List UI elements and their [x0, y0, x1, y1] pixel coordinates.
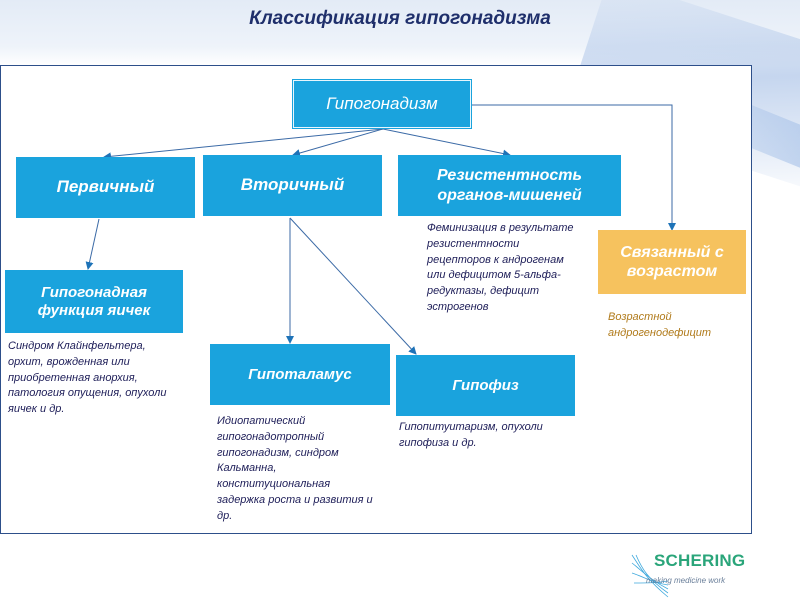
desc-hypothalamus: Идиопатический гипогонадотропный гипогон… — [217, 415, 373, 522]
node-secondary: Вторичный — [203, 155, 382, 216]
node-resistance: Резистентность органов-мишеней — [398, 155, 621, 216]
node-pituitary: Гипофиз — [396, 355, 575, 416]
node-hypogonadism: Гипогонадизм — [292, 79, 472, 129]
logo-name: SCHERING — [654, 551, 746, 570]
node-primary: Первичный — [16, 157, 195, 218]
node-testicular: Гипогонадная функция яичек — [5, 270, 183, 333]
page-title: Классификация гипогонадизма — [249, 8, 551, 29]
node-age-related: Связанный с возрастом — [598, 230, 746, 294]
schering-logo-icon — [631, 554, 669, 598]
node-age-related-label: Связанный с возрастом — [620, 243, 724, 280]
node-testicular-label: Гипогонадная функция яичек — [37, 283, 151, 319]
desc-resistance: Феминизация в результате резистентности … — [427, 222, 574, 313]
node-primary-label: Первичный — [56, 177, 155, 197]
node-resistance-label: Резистентность органов-мишеней — [436, 167, 583, 204]
node-hypothalamus: Гипоталамус — [210, 344, 390, 405]
desc-pituitary: Гипопитуитаризм, опухоли гипофиза и др. — [399, 421, 543, 449]
logo-tagline: making medicine work — [646, 576, 726, 585]
node-secondary-label: Вторичный — [240, 175, 345, 195]
desc-age-related: Возрастной андрогенодефицит — [608, 311, 712, 339]
node-pituitary-label: Гипофиз — [452, 376, 519, 394]
desc-testicular: Синдром Клайнфельтера, орхит, врожденная… — [8, 340, 167, 416]
node-hypogonadism-label: Гипогонадизм — [326, 93, 438, 113]
node-hypothalamus-label: Гипоталамус — [248, 365, 352, 383]
